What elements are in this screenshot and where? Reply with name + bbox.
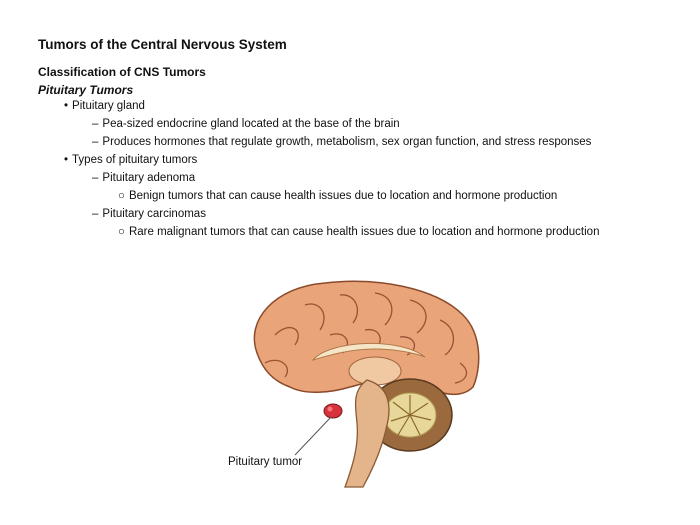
outline-text: Benign tumors that can cause health issu… <box>128 190 558 202</box>
outline-item-gland-function: –Produces hormones that regulate growth,… <box>92 135 591 149</box>
cerebrum <box>253 280 480 396</box>
dash-marker: – <box>92 136 99 148</box>
outline-text: Pituitary adenoma <box>102 172 196 184</box>
circle-marker: ○ <box>118 190 125 202</box>
outline-item-tumor-types: •Types of pituitary tumors <box>64 153 197 167</box>
dash-marker: – <box>92 118 99 130</box>
outline-item-adenoma: –Pituitary adenoma <box>92 171 195 185</box>
label-pointer-line <box>294 416 332 456</box>
pituitary-tumor <box>323 403 343 419</box>
bullet-marker: • <box>64 154 69 166</box>
slide-title: Tumors of the Central Nervous System <box>38 37 287 52</box>
outline-item-carcinoma-detail: ○Rare malignant tumors that can cause he… <box>118 225 599 239</box>
outline-text: Pituitary gland <box>72 100 145 112</box>
bullet-marker: • <box>64 100 69 112</box>
brain-illustration <box>235 275 490 490</box>
outline-text: Pea-sized endocrine gland located at the… <box>102 118 400 130</box>
corpus-callosum <box>311 343 426 361</box>
pituitary-tumor-label: Pituitary tumor <box>228 456 303 468</box>
section-title: Classification of CNS Tumors <box>38 65 206 79</box>
outline-text: Produces hormones that regulate growth, … <box>102 136 592 148</box>
brain-sagittal-section <box>253 280 480 488</box>
outline-item-adenoma-detail: ○Benign tumors that can cause health iss… <box>118 189 557 203</box>
brainstem <box>344 379 390 488</box>
outline-text: Rare malignant tumors that can cause hea… <box>128 226 600 238</box>
outline-item-gland-location: –Pea-sized endocrine gland located at th… <box>92 117 400 131</box>
outline-item-pituitary-gland: •Pituitary gland <box>64 99 145 113</box>
dash-marker: – <box>92 172 99 184</box>
dash-marker: – <box>92 208 99 220</box>
outline-text: Pituitary carcinomas <box>102 208 206 220</box>
thalamus <box>348 356 402 386</box>
outline-item-carcinomas: –Pituitary carcinomas <box>92 207 206 221</box>
outline-text: Types of pituitary tumors <box>72 154 198 166</box>
circle-marker: ○ <box>118 226 125 238</box>
subsection-title: Pituitary Tumors <box>38 83 134 97</box>
